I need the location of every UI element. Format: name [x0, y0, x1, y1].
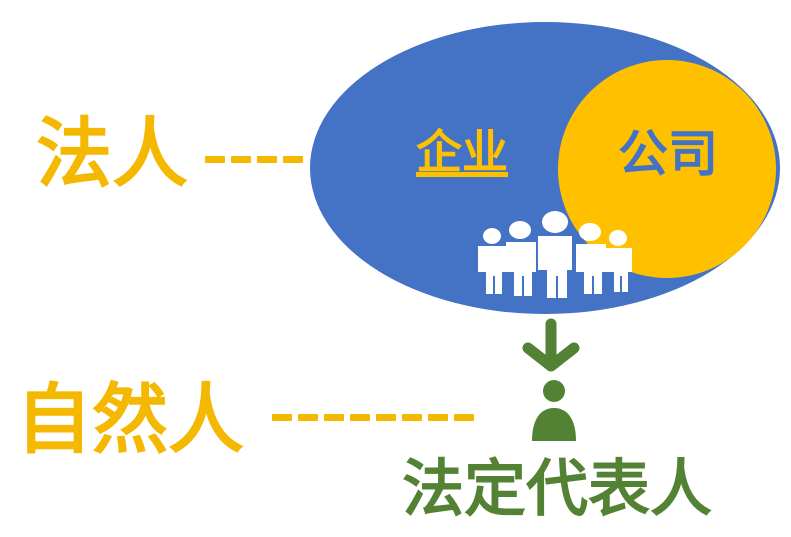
- company-label: 公司: [618, 125, 718, 183]
- person-icon: [532, 380, 576, 441]
- people-group-icon: [478, 211, 632, 298]
- natural-person-label: 自然人: [16, 375, 244, 464]
- arrow-down-icon: [522, 318, 580, 372]
- company-circle: [558, 60, 776, 278]
- enterprise-label: 企业: [416, 125, 508, 179]
- legal-person-label: 法人: [36, 109, 188, 198]
- legal-representative-label: 法定代表人: [402, 452, 713, 525]
